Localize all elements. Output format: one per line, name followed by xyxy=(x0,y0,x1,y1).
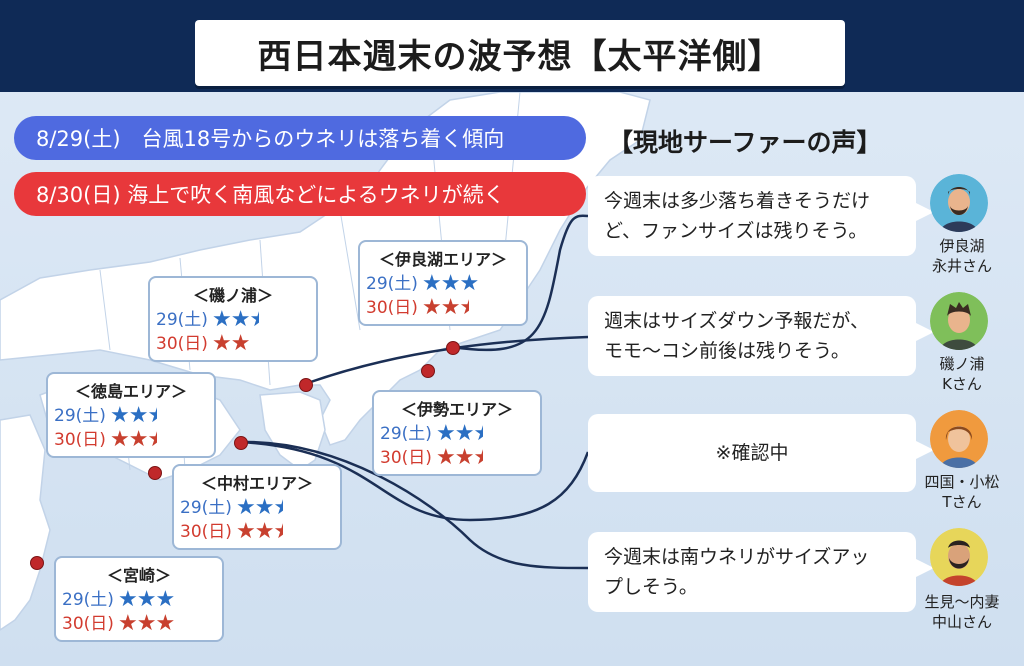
forecast-sunday: 8/30(日) 海上で吹く南風などによるウネリが続く xyxy=(14,172,586,216)
avatar-icon xyxy=(930,292,988,350)
sun-label: 30(日) xyxy=(156,334,208,354)
map-land-kii xyxy=(259,391,326,471)
comment-line: ※確認中 xyxy=(715,442,789,464)
sun-label: 30(日) xyxy=(180,522,232,542)
sat-label: 29(土) xyxy=(62,590,114,610)
rating-stars-sun: ★★★★★★★★★★ xyxy=(118,611,214,636)
comment-line: 今週末は多少落ち着きそうだけ xyxy=(604,190,871,212)
comment-bubble-irago: 今週末は多少落ち着きそうだけど、ファンサイズは残りそう。 xyxy=(588,176,934,256)
rating-stars-sat: ★★★★★★★★★★ xyxy=(436,421,532,446)
surfer-name-isonoura: 磯ノ浦 Kさん xyxy=(912,354,1012,394)
surfer-location: 生見〜内妻 xyxy=(924,593,1000,611)
rating-stars-sun: ★★★★★★★★★★ xyxy=(110,427,206,452)
sat-label: 29(土) xyxy=(156,310,208,330)
comment-line: ど、ファンサイズは残りそう。 xyxy=(604,220,868,242)
area-name: ＜徳島エリア＞ xyxy=(74,382,187,401)
avatar-icon xyxy=(930,410,988,468)
avatar-icon xyxy=(930,174,988,232)
rating-stars-sun: ★★★★★★★★★★ xyxy=(436,445,532,470)
surfer-name: Tさん xyxy=(942,493,982,511)
comment-line: 週末はサイズダウン予報だが、 xyxy=(604,310,870,332)
sun-label: 30(日) xyxy=(62,614,114,634)
surfer-name-irago: 伊良湖永井さん xyxy=(912,236,1012,276)
sat-label: 29(土) xyxy=(54,406,106,426)
area-card-ise: ＜伊勢エリア＞ 29(土)★★★★★★★★★★ 30(日)★★★★★★★★★★ xyxy=(372,390,542,476)
rating-stars-sat: ★★★★★★★★★★ xyxy=(236,495,332,520)
voices-title: 【現地サーファーの声】 xyxy=(608,128,882,157)
location-dot-irago xyxy=(446,341,460,355)
area-card-irago: ＜伊良湖エリア＞ 29(土)★★★★★★★★★★ 30(日)★★★★★★★★★★ xyxy=(358,240,528,326)
surfer-location: 磯ノ浦 xyxy=(939,355,985,373)
sun-label: 30(日) xyxy=(366,298,418,318)
rating-stars-sat: ★★★★★★★★★★ xyxy=(110,403,206,428)
comment-bubble-komatsu: ※確認中 xyxy=(588,414,934,492)
rating-stars-sun: ★★★★★★★★★★ xyxy=(236,519,332,544)
comment-bubble-isonoura: 週末はサイズダウン予報だが、モモ〜コシ前後は残りそう。 xyxy=(588,296,934,376)
area-name: ＜伊良湖エリア＞ xyxy=(378,250,507,269)
connector-tokushima-ikumi xyxy=(239,440,589,570)
surfer-name: Kさん xyxy=(942,375,982,393)
area-name: ＜宮崎＞ xyxy=(106,566,171,585)
connector-irago xyxy=(451,214,589,352)
location-dot-isonoura xyxy=(299,378,313,392)
area-name: ＜磯ノ浦＞ xyxy=(192,286,273,305)
comment-line: モモ〜コシ前後は残りそう。 xyxy=(604,340,850,362)
location-dot-miyazaki xyxy=(30,556,44,570)
location-dot-nakamura xyxy=(148,466,162,480)
area-name: ＜中村エリア＞ xyxy=(200,474,313,493)
surfer-name: 永井さん xyxy=(931,257,992,275)
location-dot-ise xyxy=(421,364,435,378)
area-card-miyazaki: ＜宮崎＞ 29(土)★★★★★★★★★★ 30(日)★★★★★★★★★★ xyxy=(54,556,224,642)
sun-label: 30(日) xyxy=(380,448,432,468)
rating-stars-sat: ★★★★★★★★★★ xyxy=(422,271,518,296)
rating-stars-sun: ★★★★★★★★★★ xyxy=(422,295,518,320)
surfer-name-komatsu: 四国・小松 Tさん xyxy=(912,472,1012,512)
sat-label: 29(土) xyxy=(366,274,418,294)
sat-label: 29(土) xyxy=(380,424,432,444)
avatar-icon xyxy=(930,528,988,586)
location-dot-tokushima xyxy=(234,436,248,450)
connector-tokushima-komatsu xyxy=(239,440,590,522)
comment-line: 今週末は南ウネリがサイズアッ xyxy=(604,546,870,568)
sat-label: 29(土) xyxy=(180,498,232,518)
rating-stars-sat: ★★★★★★★★★★ xyxy=(212,307,308,332)
forecast-saturday: 8/29(土) 台風18号からのウネリは落ち着く傾向 xyxy=(14,116,586,160)
sun-label: 30(日) xyxy=(54,430,106,450)
surfer-location: 四国・小松 xyxy=(924,473,1000,491)
page-title: 西日本週末の波予想【太平洋側】 xyxy=(195,20,845,86)
area-card-nakamura: ＜中村エリア＞ 29(土)★★★★★★★★★★ 30(日)★★★★★★★★★★ xyxy=(172,464,342,550)
comment-bubble-ikumi: 今週末は南ウネリがサイズアップしそう。 xyxy=(588,532,934,612)
rating-stars-sat: ★★★★★★★★★★ xyxy=(118,587,214,612)
surfer-name: 中山さん xyxy=(931,613,992,631)
map-land-kyushu xyxy=(0,414,51,631)
surfer-location: 伊良湖 xyxy=(939,237,985,255)
area-card-tokushima: ＜徳島エリア＞ 29(土)★★★★★★★★★★ 30(日)★★★★★★★★★★ xyxy=(46,372,216,458)
surfer-name-ikumi: 生見〜内妻中山さん xyxy=(912,592,1012,632)
area-card-isonoura: ＜磯ノ浦＞ 29(土)★★★★★★★★★★ 30(日)★★★★★★★★★★ xyxy=(148,276,318,362)
comment-line: プしそう。 xyxy=(604,576,698,598)
rating-stars-sun: ★★★★★★★★★★ xyxy=(212,331,308,356)
area-name: ＜伊勢エリア＞ xyxy=(400,400,513,419)
